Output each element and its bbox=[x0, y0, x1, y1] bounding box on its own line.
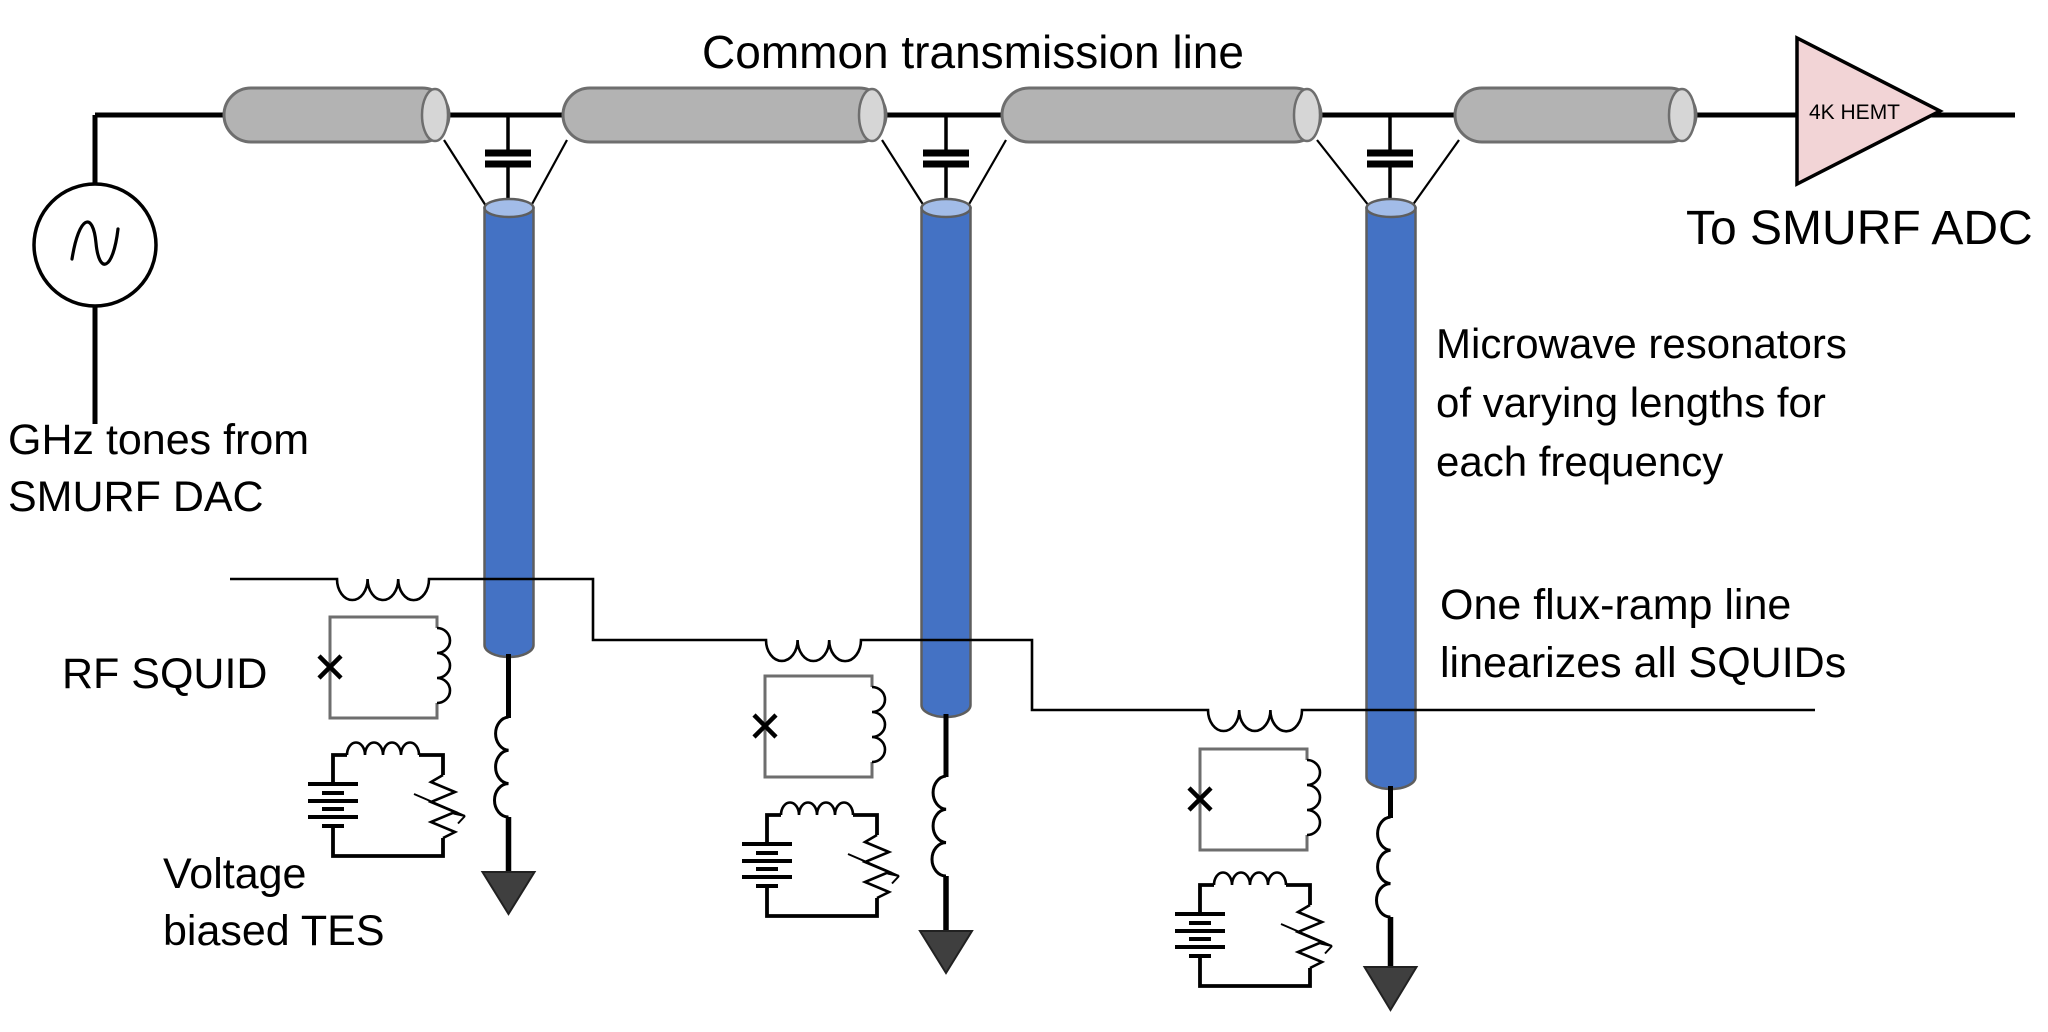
ground-arrow-icon bbox=[480, 871, 537, 916]
to-smurf-adc-label: To SMURF ADC bbox=[1686, 202, 2033, 255]
microwave-resonators-label: Microwave resonators of varying lengths … bbox=[1436, 320, 1847, 485]
rf-squid-label: RF SQUID bbox=[62, 650, 268, 698]
microwave-resonators bbox=[483, 197, 1417, 791]
flux-ramp-line bbox=[230, 577, 1815, 733]
common-transmission-line-label: Common transmission line bbox=[702, 26, 1244, 78]
flux-ramp-label: One flux-ramp line linearizes all SQUIDs bbox=[1440, 581, 1847, 687]
resonator-1-tail bbox=[480, 654, 537, 916]
resonator-3-tail bbox=[1362, 786, 1419, 1012]
resonator-2-tail bbox=[918, 714, 974, 975]
ghz-tones-label: GHz tones from SMURF DAC bbox=[8, 416, 310, 521]
inductor-coil-icon bbox=[930, 774, 947, 878]
rf-squid-1 bbox=[319, 617, 450, 718]
coax-segment-1 bbox=[222, 86, 451, 144]
ac-source-icon bbox=[32, 182, 158, 424]
resonator-1 bbox=[483, 197, 535, 659]
coax-segment-3 bbox=[1000, 86, 1323, 144]
coupling-capacitor-2-icon bbox=[923, 115, 969, 203]
tes-circuit-3 bbox=[1173, 870, 1334, 988]
rf-squid-2 bbox=[754, 676, 885, 777]
ground-arrow-icon bbox=[1362, 966, 1419, 1012]
coax-segments bbox=[222, 86, 1698, 144]
coax-segment-2 bbox=[561, 86, 888, 144]
coupler-funnels bbox=[443, 139, 1460, 207]
coupling-capacitors bbox=[485, 115, 1413, 203]
tes-circuit-1 bbox=[306, 740, 467, 858]
hemt-label: 4K HEMT bbox=[1809, 101, 1901, 124]
inductor-coil-icon bbox=[1375, 815, 1391, 919]
tes-circuit-2 bbox=[740, 800, 901, 918]
rf-squid-3 bbox=[1189, 749, 1320, 850]
voltage-biased-tes-label: Voltage biased TES bbox=[163, 850, 385, 955]
coax-segment-4 bbox=[1453, 86, 1698, 144]
coupling-capacitor-1-icon bbox=[485, 115, 531, 203]
ground-arrow-icon bbox=[918, 930, 974, 975]
hemt-amplifier-icon bbox=[1795, 35, 1944, 187]
coupling-capacitor-3-icon bbox=[1367, 115, 1413, 203]
inductor-coil-icon bbox=[493, 715, 509, 819]
resonator-3 bbox=[1365, 197, 1417, 791]
